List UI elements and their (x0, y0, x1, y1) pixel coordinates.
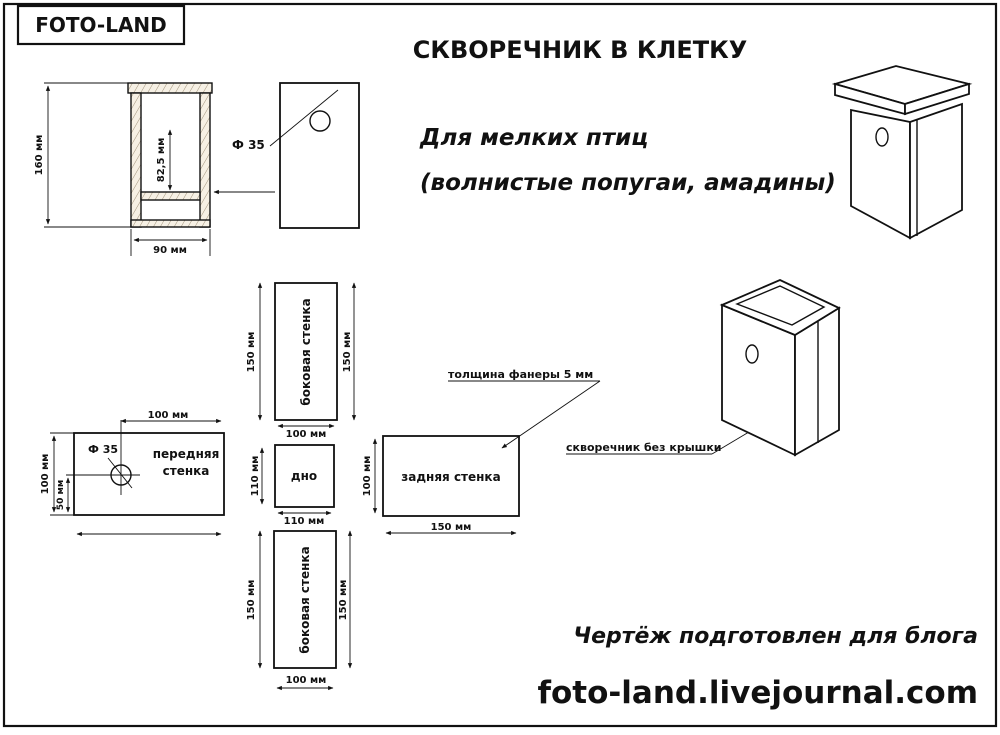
brand-box (16, 4, 186, 46)
section-floor-height-label: 82,5 мм (156, 138, 167, 183)
front-wall-hole-height: 50 мм (56, 480, 66, 510)
plywood-note: толщина фанеры 5 мм (448, 368, 593, 381)
part-side-wall-top: боковая стенка 150 мм 150 мм 100 мм (246, 282, 357, 440)
back-wall-height: 100 мм (362, 456, 373, 497)
subtitle-line-2: (волнистые попугаи, амадины) (420, 170, 836, 196)
entrance-hole-icon (309, 110, 331, 132)
part-bottom: дно 110 мм 110 мм (250, 444, 335, 527)
open-house-hole-icon (745, 344, 759, 364)
front-wall-hole-label: Ф 35 (88, 443, 118, 456)
drawing-title: СКВОРЕЧНИК В КЛЕТКУ (413, 36, 748, 64)
birdhouse-open-illustration (719, 279, 841, 457)
side-top-width: 100 мм (286, 429, 327, 440)
front-wall-name-line-1: передняя (153, 447, 220, 461)
section-width-label: 90 мм (153, 245, 187, 256)
subtitle-line-1: Для мелких птиц (419, 125, 648, 151)
footer-credit: Чертёж подготовлен для блога (573, 624, 978, 649)
part-back-wall: задняя стенка 100 мм 150 мм (362, 435, 520, 536)
part-side-wall-bottom: боковая стенка 150 мм 150 мм 100 мм (246, 530, 353, 691)
bottom-width: 110 мм (284, 516, 325, 527)
front-wall-height: 100 мм (40, 454, 51, 495)
side-bottom-name: боковая стенка (298, 546, 312, 653)
side-top-height-left: 150 мм (246, 332, 257, 373)
roofed-house-hole-icon (875, 127, 889, 147)
section-height-label: 160 мм (34, 135, 45, 176)
side-bottom-height-left: 150 мм (246, 580, 257, 621)
no-roof-note: скворечник без крышки (566, 441, 722, 454)
footer-url: foto-land.livejournal.com (538, 675, 978, 711)
side-bottom-height-right: 150 мм (338, 580, 349, 621)
side-top-name: боковая стенка (299, 298, 313, 405)
part-front-wall: Ф 35 передняя стенка 100 мм 100 мм 50 мм (40, 410, 225, 537)
front-view: Ф 35 (232, 82, 360, 229)
birdhouse-with-roof-illustration (831, 65, 973, 240)
section-view: 160 мм 82,5 мм 90 мм (34, 82, 275, 256)
back-wall-name: задняя стенка (401, 470, 500, 484)
bottom-name: дно (291, 469, 317, 483)
side-bottom-width: 100 мм (286, 675, 327, 686)
brand-label: FOTO-LAND (35, 13, 167, 37)
front-view-hole-label: Ф 35 (232, 138, 265, 152)
front-wall-offset: 100 мм (148, 410, 189, 421)
bottom-height: 110 мм (250, 456, 261, 497)
back-wall-width: 150 мм (431, 522, 472, 533)
side-top-height-right: 150 мм (342, 332, 353, 373)
front-wall-name-line-2: стенка (163, 464, 210, 478)
